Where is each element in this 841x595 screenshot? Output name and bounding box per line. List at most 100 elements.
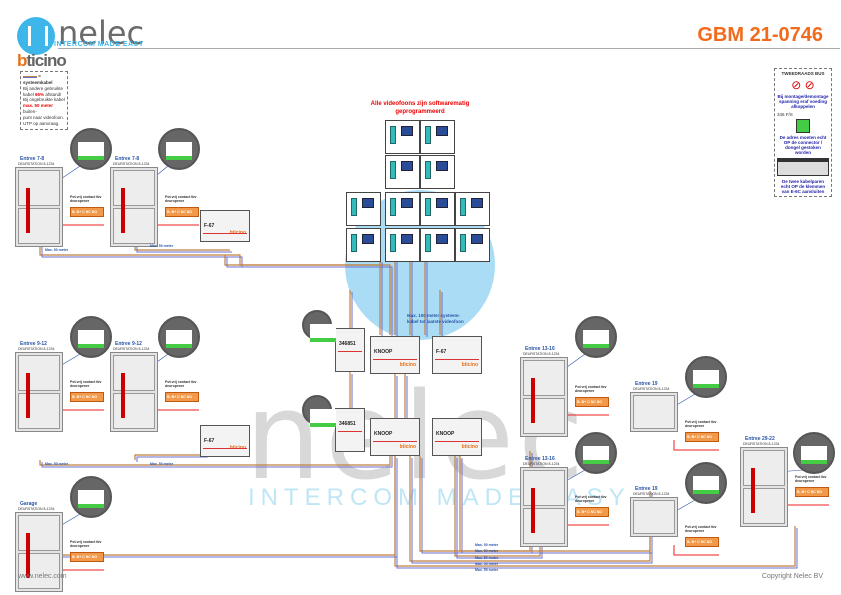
station-title: Entree 7-8 [20, 156, 45, 162]
max-length-label: Max. 50 meter [475, 543, 499, 547]
max-length-label: Max. 50 meter [475, 556, 499, 560]
connector-detail-icon [70, 128, 112, 170]
connector-detail-icon [302, 310, 336, 342]
header-divider [58, 48, 840, 49]
connector-detail-icon [302, 395, 336, 427]
legend-maxlen: max. 50 meter [23, 103, 54, 109]
legend-line: punt naar videofoon. [23, 114, 65, 120]
wire [41, 247, 393, 337]
station-model: DEURSTATION 8-1234 [113, 347, 150, 351]
max-length-label: Max. 50 meter [475, 549, 499, 553]
legend-line: buiten- [23, 109, 37, 115]
footer-website[interactable]: www.nelec.com [18, 573, 67, 580]
videophone-icon [346, 228, 381, 262]
station-model: DEURSTATION 8-1234 [633, 492, 670, 496]
contact-label: Pot.vrij contact tbv deuropener [70, 540, 102, 549]
connector-icon [796, 119, 810, 133]
connector-detail-icon [70, 476, 112, 518]
max-length-label: Max. 50 meter [45, 248, 69, 252]
door-station [15, 352, 63, 432]
warning-text: Bij montage/demontage spanning eraf voed… [777, 94, 829, 109]
station-model: DEURSTATION 8-1234 [18, 347, 55, 351]
wire [136, 437, 208, 462]
terminal-block: B- B+ C NC NO [685, 432, 719, 442]
connector-detail-icon [158, 128, 200, 170]
warning-title: TWEEDRAADS BUS [781, 71, 825, 76]
legend-line: UTP op aanvraag. [23, 120, 60, 126]
wire [39, 245, 391, 335]
videophone-icon [385, 155, 420, 189]
videophone-icon [385, 192, 420, 226]
bus-module: 346851 [335, 328, 365, 372]
contact-label: Pot.vrij contact tbv deuropener [795, 475, 827, 484]
legend-line: Bij andere gebruikte [23, 85, 64, 91]
module-name: F-67 [204, 223, 215, 229]
connector-detail-icon [575, 432, 617, 474]
contact-label: Pot.vrij contact tbv deuropener [165, 195, 197, 204]
module-stripe [373, 359, 417, 360]
wire [224, 255, 380, 266]
door-station [110, 352, 158, 432]
max-length-label: Max. 50 meter [475, 562, 499, 566]
module-name: F-67 [204, 438, 215, 444]
station-model: DEURSTATION 8-1234 [113, 162, 150, 166]
contact-label: Pot.vrij contact tbv deuropener [575, 495, 607, 504]
videophone-icon [420, 120, 455, 154]
station-title: Entree 13-16 [525, 346, 555, 352]
station-title: Entree 13-16 [525, 456, 555, 462]
station-title: Entree 19 [635, 486, 658, 492]
videophone-icon [420, 155, 455, 189]
wire [673, 545, 719, 556]
door-station [520, 467, 568, 547]
terminal-block: B- B+ C NC NO [575, 397, 609, 407]
bus-module: 346851 [335, 408, 365, 452]
module-name: 346851 [339, 341, 356, 347]
contact-label: Pot.vrij contact tbv deuropener [575, 385, 607, 394]
module-name: KNOOP [436, 431, 455, 437]
footer-copyright: Copyright Nelec BV [761, 573, 823, 580]
module-name: KNOOP [374, 349, 393, 355]
module-stripe [338, 431, 362, 432]
terminal-block: B- B+ C NC NO [70, 392, 104, 402]
warning-note: TWEEDRAADS BUS ⊘ ⊘ Bij montage/demontage… [774, 68, 832, 197]
wire [134, 435, 206, 460]
connector-detail-icon [685, 462, 727, 504]
nelec-logo-icon [17, 17, 55, 55]
legend-line: kabel [23, 91, 34, 97]
module-name: F-67 [436, 349, 447, 355]
station-model: DEURSTATION 8-1234 [18, 507, 55, 511]
document-number: GBM 21-0746 [697, 24, 823, 46]
videophone-icon [385, 228, 420, 262]
warning-model: 346 F/S [777, 112, 793, 117]
module-stripe [338, 351, 362, 352]
terminal-block: B- B+ C NC NO [165, 207, 199, 217]
station-title: Entree 29-22 [745, 436, 775, 442]
terminal-block-icon [777, 158, 829, 176]
contact-label: Pot.vrij contact tbv deuropener [70, 380, 102, 389]
door-station [15, 512, 63, 592]
legend-cable-label: = systeemkabel [23, 74, 53, 85]
wire [136, 247, 232, 253]
station-model: DEURSTATION 8-1234 [523, 462, 560, 466]
terminal-block: B- B+ C NC NO [575, 507, 609, 517]
videophone-icon [455, 228, 490, 262]
warning-text: De twee kabelparen echt OP de klemmen va… [780, 179, 826, 194]
terminal-block: B- B+ C NC NO [70, 207, 104, 217]
door-station [520, 357, 568, 437]
videophone-icon [455, 192, 490, 226]
wire [35, 456, 396, 556]
wire [37, 458, 398, 558]
max-length-label: Max. 50 meter [45, 462, 69, 466]
station-model: DEURSTATION 8-1234 [633, 387, 670, 391]
legend-line: afstand! [45, 91, 62, 97]
connector-detail-icon [158, 316, 200, 358]
contact-label: Pot.vrij contact tbv deuropener [685, 525, 717, 534]
connector-detail-icon [685, 356, 727, 398]
module-brand: bticino [461, 362, 478, 368]
module-stripe [373, 441, 417, 442]
